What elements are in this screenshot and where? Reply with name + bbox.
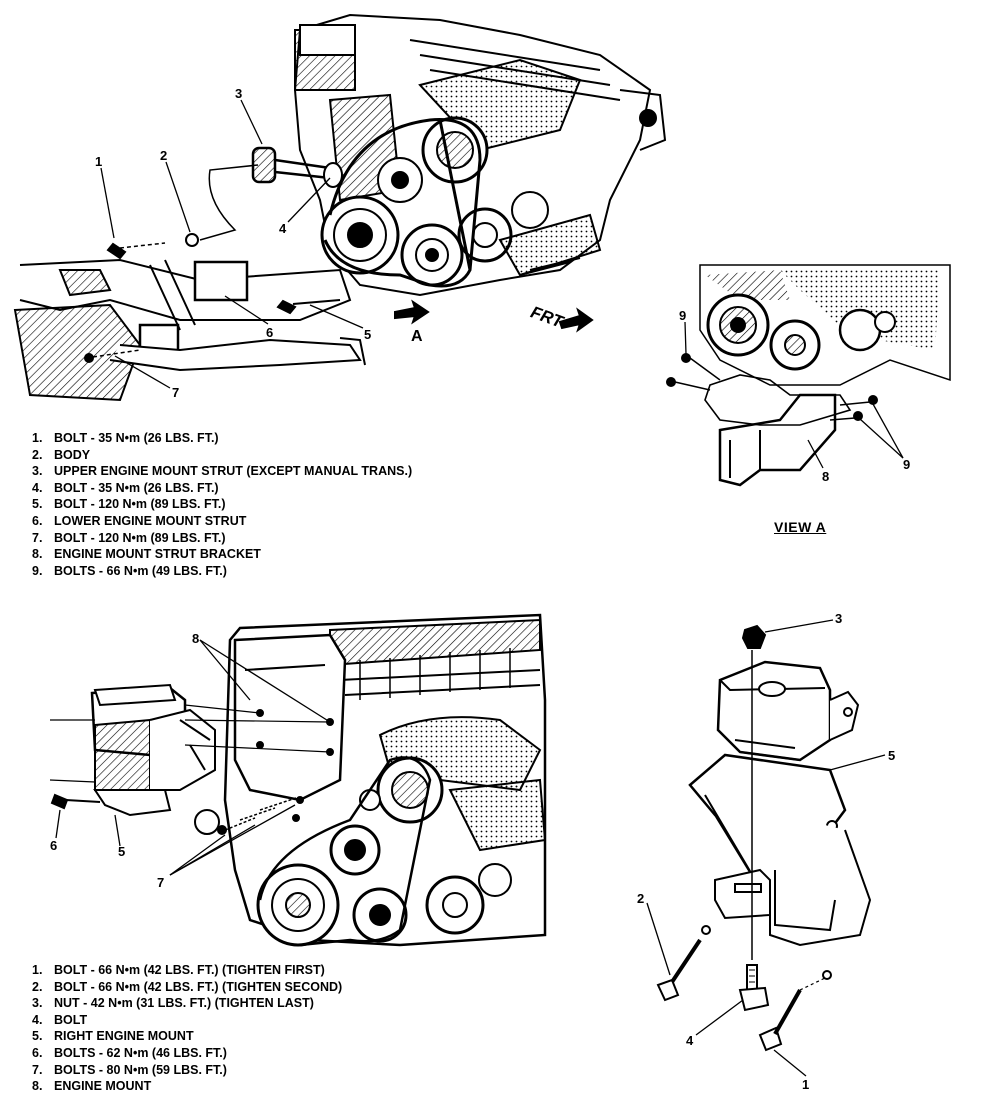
- view-a-title: VIEW A: [774, 519, 827, 535]
- view-a-callout-9-right: 9: [903, 457, 910, 472]
- bottom-engine-illustration: [194, 613, 547, 947]
- legend-item: 7.BOLTS - 80 N•m (59 LBS. FT.): [32, 1062, 227, 1077]
- legend-item: 8.ENGINE MOUNT: [32, 1079, 152, 1094]
- view-a-callout-9-left: 9: [679, 308, 686, 323]
- legend-item: 6.BOLTS - 62 N•m (46 LBS. FT.): [32, 1045, 227, 1060]
- legend-item: 5.BOLT - 120 N•m (89 LBS. FT.): [32, 497, 226, 512]
- top-leader-lines: [100, 99, 364, 389]
- bottom-mount-illustration: [49, 683, 331, 835]
- top-callout-3: 3: [235, 86, 242, 101]
- bottom-legend: 1.BOLT - 66 N•m (42 LBS. FT.) (TIGHTEN F…: [32, 962, 342, 1095]
- legend-item: 6.LOWER ENGINE MOUNT STRUT: [32, 513, 247, 528]
- top-callout-6: 6: [266, 325, 273, 340]
- mount-callout-3: 3: [835, 611, 842, 626]
- arrow-a-label: A: [411, 328, 423, 345]
- top-callout-5: 5: [364, 327, 371, 342]
- top-legend: 1.BOLT - 35 N•m (26 LBS. FT.) 2.BODY 3.U…: [32, 430, 412, 579]
- legend-item: 5.RIGHT ENGINE MOUNT: [32, 1029, 194, 1044]
- legend-item: 4.BOLT - 35 N•m (26 LBS. FT.): [32, 480, 219, 495]
- top-callout-7: 7: [172, 385, 179, 400]
- bottom-callout-8: 8: [192, 631, 199, 646]
- mount-detail-callouts: 3 5 2 4 1: [637, 611, 895, 1092]
- bottom-callouts: 8 6 5 7: [50, 631, 199, 890]
- legend-item: 7.BOLT - 120 N•m (89 LBS. FT.): [32, 530, 226, 545]
- bottom-callout-6: 6: [50, 838, 57, 853]
- top-callout-1: 1: [95, 154, 102, 169]
- top-callout-2: 2: [160, 148, 167, 163]
- mount-callout-5: 5: [888, 748, 895, 763]
- mount-detail-leader-lines: [646, 619, 886, 1077]
- mount-callout-2: 2: [637, 891, 644, 906]
- bottom-leader-lines: [55, 639, 331, 876]
- legend-item: 1.BOLT - 66 N•m (42 LBS. FT.) (TIGHTEN F…: [32, 963, 325, 977]
- view-a-callouts: 9 8 9: [679, 308, 910, 484]
- view-a-illustration: [666, 264, 951, 487]
- legend-item: 9.BOLTS - 66 N•m (49 LBS. FT.): [32, 563, 227, 578]
- mount-detail-illustration: [656, 624, 872, 1052]
- view-a-callout-8: 8: [822, 469, 829, 484]
- body-frame: [13, 146, 594, 402]
- legend-item: 3.NUT - 42 N•m (31 LBS. FT.) (TIGHTEN LA…: [32, 996, 314, 1011]
- legend-item: 4.BOLT: [32, 1012, 88, 1027]
- mount-callout-4: 4: [686, 1033, 694, 1048]
- legend-item: 3.UPPER ENGINE MOUNT STRUT (EXCEPT MANUA…: [32, 464, 413, 479]
- mount-callout-1: 1: [802, 1077, 809, 1092]
- legend-item: 2.BODY: [32, 447, 91, 462]
- legend-item: 8.ENGINE MOUNT STRUT BRACKET: [32, 547, 261, 562]
- legend-item: 2.BOLT - 66 N•m (42 LBS. FT.) (TIGHTEN S…: [32, 979, 343, 994]
- view-a-leader-lines: [684, 321, 904, 469]
- top-engine-illustration: [293, 13, 667, 297]
- bottom-callout-5: 5: [118, 844, 125, 859]
- bottom-callout-7: 7: [157, 875, 164, 890]
- top-callout-4: 4: [279, 221, 287, 236]
- legend-item: 1.BOLT - 35 N•m (26 LBS. FT.): [32, 431, 219, 445]
